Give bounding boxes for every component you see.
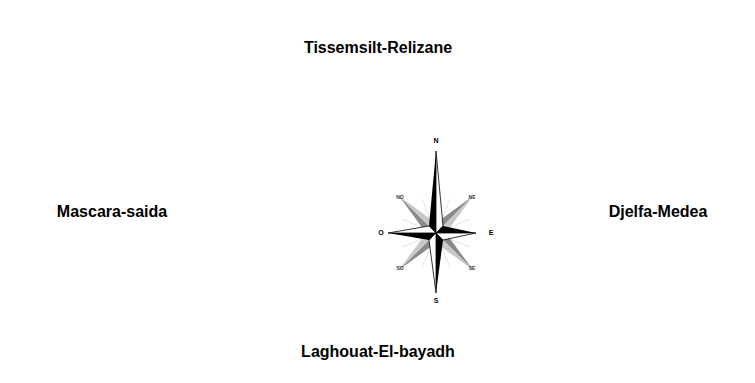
compass-letter: N xyxy=(433,137,438,145)
region-label: Mascara-saida xyxy=(57,203,167,221)
region-label: Laghouat-El-bayadh xyxy=(301,343,455,361)
compass-letter: S xyxy=(434,297,439,305)
compass-letter: SO xyxy=(396,266,403,272)
region-label: Djelfa-Medea xyxy=(609,203,708,221)
compass-letter: NE xyxy=(469,195,476,201)
compass-letter: O xyxy=(378,229,383,237)
compass-letter: SE xyxy=(469,266,476,272)
compass-letter: NO xyxy=(396,195,404,201)
region-label: Tissemsilt-Relizane xyxy=(304,39,452,57)
compass-letter: E xyxy=(489,229,494,237)
